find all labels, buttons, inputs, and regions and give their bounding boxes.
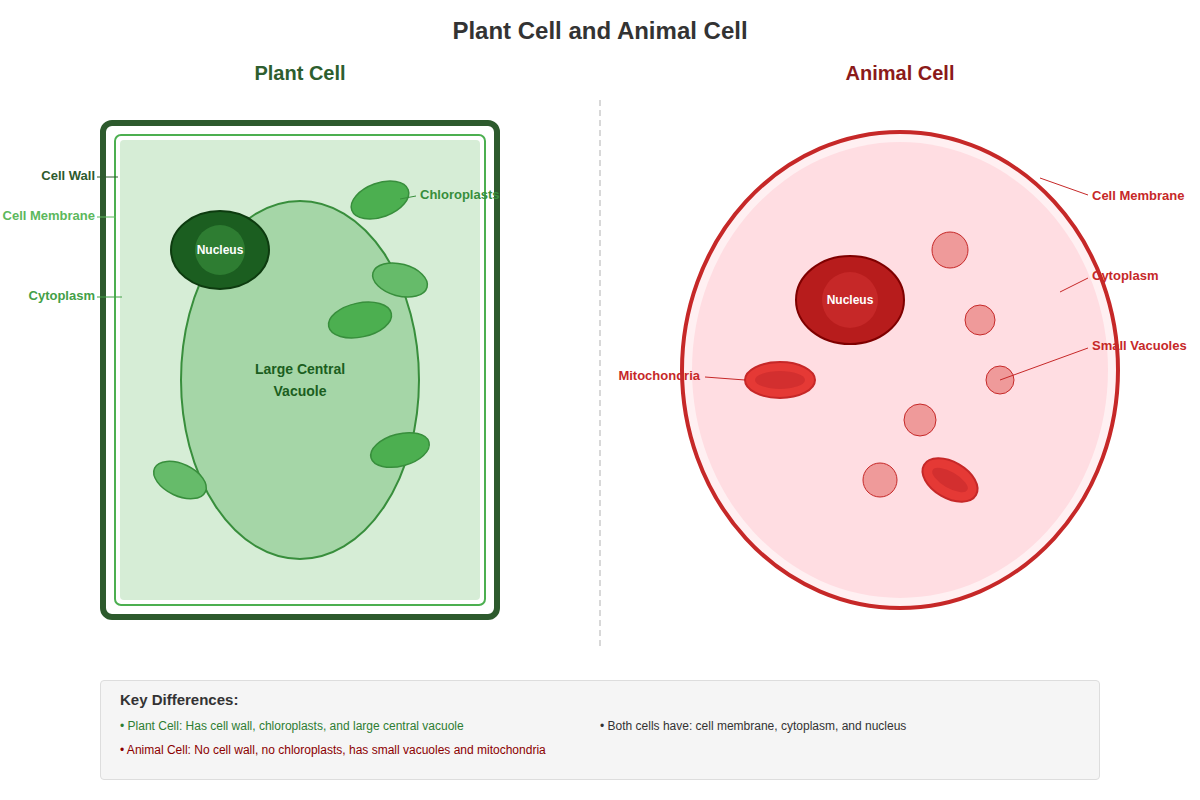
key-note: • Plant Cell: Has cell wall, chloroplast… <box>120 717 464 735</box>
small-vacuole <box>965 305 995 335</box>
plant-nucleus: Nucleus <box>170 210 270 290</box>
part-label: Cell Membrane <box>1092 188 1184 204</box>
nucleolus <box>822 272 878 328</box>
vacuole-label: Large Central Vacuole <box>245 358 355 402</box>
diagram-title: Plant Cell and Animal Cell <box>0 14 1200 48</box>
part-label: Cell Wall <box>0 168 95 184</box>
mitochondrion <box>745 362 815 398</box>
part-label: Cytoplasm <box>1092 268 1158 284</box>
chloroplast <box>325 297 395 344</box>
chloroplast <box>148 454 212 507</box>
leader-line <box>97 297 122 298</box>
nucleus-label: Nucleus <box>197 243 244 257</box>
panel-heading: Animal Cell <box>680 61 1120 85</box>
part-label: Cell Membrane <box>0 208 95 224</box>
small-vacuole <box>904 404 936 436</box>
key-note: • Animal Cell: No cell wall, no chloropl… <box>120 741 546 759</box>
chloroplast <box>369 257 431 302</box>
nucleus-shape <box>171 211 269 289</box>
divider-line <box>599 100 601 650</box>
vacuole-shape <box>181 201 419 559</box>
leader-line <box>400 196 416 199</box>
key-heading: Key Differences: <box>120 690 238 710</box>
leader-line <box>97 217 116 218</box>
leader-line <box>1040 178 1088 195</box>
small-vacuole <box>863 463 897 497</box>
leader-line <box>705 377 745 380</box>
leader-line <box>97 177 118 178</box>
key-note: • Both cells have: cell membrane, cytopl… <box>600 717 906 735</box>
animal-nucleus: Nucleus <box>795 255 905 345</box>
part-label: Cytoplasm <box>0 288 95 304</box>
nucleus-label: Nucleus <box>827 293 874 307</box>
panel-heading: Plant Cell <box>100 61 500 85</box>
animal-cell-outline <box>680 130 1120 610</box>
small-vacuole <box>932 232 968 268</box>
cell-membrane <box>115 135 485 605</box>
leader-line <box>1000 348 1088 380</box>
mitochondrion-inner <box>755 371 805 389</box>
nucleus-shape <box>796 256 904 344</box>
chloroplast <box>367 427 433 473</box>
leader-line <box>1060 278 1088 292</box>
animal-cell: Animal CellNucleus <box>680 130 1120 610</box>
mitochondrion <box>915 449 985 510</box>
part-label: Chloroplasts <box>420 187 499 203</box>
cell-membrane <box>682 132 1118 608</box>
mitochondrion-inner <box>929 463 972 497</box>
part-label: Small Vacuoles <box>1092 338 1187 354</box>
key-box: Key Differences: • Plant Cell: Has cell w… <box>100 680 1100 780</box>
part-label: Mitochondria <box>400 368 700 384</box>
small-vacuole <box>986 366 1014 394</box>
chloroplast <box>346 174 414 226</box>
cytoplasm-fill <box>120 140 480 600</box>
nucleolus <box>195 225 245 275</box>
cytoplasm-fill <box>692 142 1108 598</box>
